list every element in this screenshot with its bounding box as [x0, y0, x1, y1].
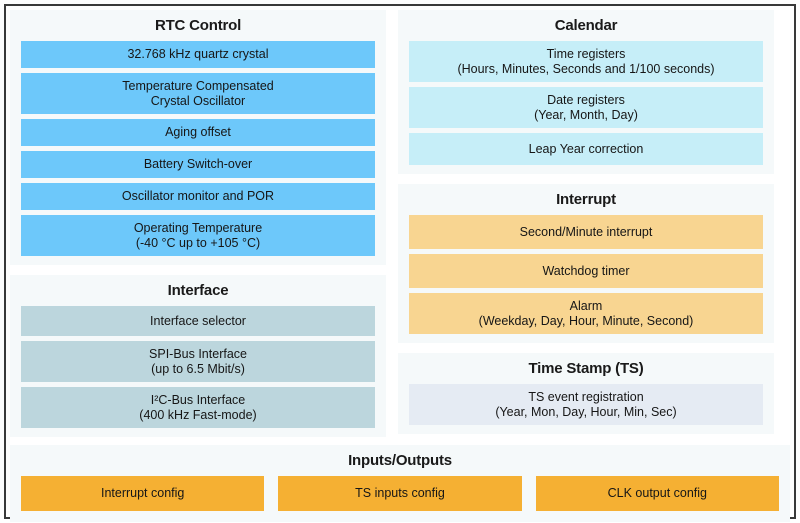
block-text: TS event registration(Year, Mon, Day, Ho…	[495, 390, 676, 419]
block-label-line1: Interrupt config	[100, 486, 185, 501]
block-label-line1: Leap Year correction	[528, 141, 644, 156]
block-i-c-bus-interface[interactable]: I²C-Bus Interface(400 kHz Fast-mode)	[21, 387, 375, 428]
block-label-line1: CLK output config	[607, 486, 707, 501]
panel-title: Interrupt	[556, 191, 616, 208]
block-ts-event-registration[interactable]: TS event registration(Year, Mon, Day, Ho…	[409, 384, 763, 425]
block-label-line1: Temperature Compensated	[122, 79, 274, 93]
block-label-line1: Oscillator monitor and POR	[121, 189, 275, 204]
panel-title: Interface	[167, 282, 229, 299]
block-clk-output-config[interactable]: CLK output config	[535, 476, 779, 511]
panel-rows: Time registers(Hours, Minutes, Seconds a…	[409, 41, 763, 165]
block-operating-temperature[interactable]: Operating Temperature(-40 °C up to +105 …	[21, 215, 375, 256]
block-label-line1: TS inputs config	[355, 486, 445, 501]
block-time-registers[interactable]: Time registers(Hours, Minutes, Seconds a…	[409, 41, 763, 82]
block-spi-bus-interface[interactable]: SPI-Bus Interface(up to 6.5 Mbit/s)	[21, 341, 375, 382]
block-label-line1: Alarm	[569, 299, 603, 313]
block-label-line1: Time registers	[546, 47, 626, 61]
block-text: Second/Minute interrupt	[520, 225, 653, 240]
block-text: Alarm(Weekday, Day, Hour, Minute, Second…	[479, 299, 694, 328]
block-label-line1: Interface selector	[150, 313, 246, 328]
block-label-line1: TS event registration	[528, 390, 644, 404]
block-leap-year-correction[interactable]: Leap Year correction	[409, 133, 763, 165]
block-text: Interrupt config	[101, 486, 184, 501]
block-label-line2: (-40 °C up to +105 °C)	[135, 235, 261, 250]
block-text: SPI-Bus Interface(up to 6.5 Mbit/s)	[149, 347, 247, 376]
block-label-line2: (400 kHz Fast-mode)	[139, 407, 257, 422]
block-text: TS inputs config	[355, 486, 445, 501]
panel-title: RTC Control	[154, 17, 242, 34]
panel-title: Calendar	[554, 17, 618, 34]
block-interface-selector[interactable]: Interface selector	[21, 306, 375, 336]
block-label-line1: Date registers	[547, 93, 625, 107]
panel-rows: TS event registration(Year, Mon, Day, Ho…	[409, 384, 763, 425]
block-text: Aging offset	[165, 125, 231, 140]
block-watchdog-timer[interactable]: Watchdog timer	[409, 254, 763, 288]
block-text: Battery Switch-over	[144, 157, 252, 172]
block-label-line2: (Weekday, Day, Hour, Minute, Second)	[478, 313, 694, 328]
block-label-line1: 32.768 kHz quartz crystal	[127, 47, 269, 62]
block-label-line2: (Year, Month, Day)	[534, 107, 638, 122]
block-text: CLK output config	[608, 486, 707, 501]
block-label-line1: SPI-Bus Interface	[149, 347, 247, 361]
block-alarm[interactable]: Alarm(Weekday, Day, Hour, Minute, Second…	[409, 293, 763, 334]
block-text: Leap Year correction	[529, 142, 644, 157]
panel-title: Time Stamp (TS)	[528, 360, 644, 377]
block-text: Operating Temperature(-40 °C up to +105 …	[134, 221, 262, 250]
block-oscillator-monitor-and-por[interactable]: Oscillator monitor and POR	[21, 183, 375, 210]
block-label-line1: Watchdog timer	[542, 263, 630, 278]
block-aging-offset[interactable]: Aging offset	[21, 119, 375, 146]
block-interrupt-config[interactable]: Interrupt config	[21, 476, 265, 511]
block-text: Time registers(Hours, Minutes, Seconds a…	[457, 47, 714, 76]
block-date-registers[interactable]: Date registers(Year, Month, Day)	[409, 87, 763, 128]
block-second-minute-interrupt[interactable]: Second/Minute interrupt	[409, 215, 763, 249]
block-text: Oscillator monitor and POR	[122, 189, 274, 204]
panel-time-stamp-ts: Time Stamp (TS) TS event registration(Yea…	[398, 353, 774, 434]
block-label-line2: (Hours, Minutes, Seconds and 1/100 secon…	[457, 61, 715, 76]
block-text: Watchdog timer	[542, 264, 629, 279]
block-text: 32.768 kHz quartz crystal	[127, 47, 268, 62]
block-label-line2: (up to 6.5 Mbit/s)	[151, 361, 245, 376]
block-text: Interface selector	[150, 314, 246, 329]
block-label-line1: Aging offset	[165, 125, 231, 140]
block-ts-inputs-config[interactable]: TS inputs config	[278, 476, 522, 511]
block-label-line2: (Year, Mon, Day, Hour, Min, Sec)	[495, 404, 677, 419]
block-text: Date registers(Year, Month, Day)	[534, 93, 638, 122]
block-label-line1: Battery Switch-over	[143, 157, 253, 172]
block-label-line2: Crystal Oscillator	[150, 93, 246, 108]
block-32-768-khz-quartz-crystal[interactable]: 32.768 kHz quartz crystal	[21, 41, 375, 68]
panel-title: Inputs/Outputs	[348, 452, 452, 469]
panel-rows: Interrupt config TS inputs config CLK outp…	[21, 476, 779, 511]
block-text: I²C-Bus Interface(400 kHz Fast-mode)	[139, 393, 256, 422]
block-battery-switch-over[interactable]: Battery Switch-over	[21, 151, 375, 178]
block-label-line1: I²C-Bus Interface	[150, 393, 246, 407]
block-label-line1: Operating Temperature	[133, 221, 263, 235]
block-label-line1: Second/Minute interrupt	[519, 224, 653, 239]
